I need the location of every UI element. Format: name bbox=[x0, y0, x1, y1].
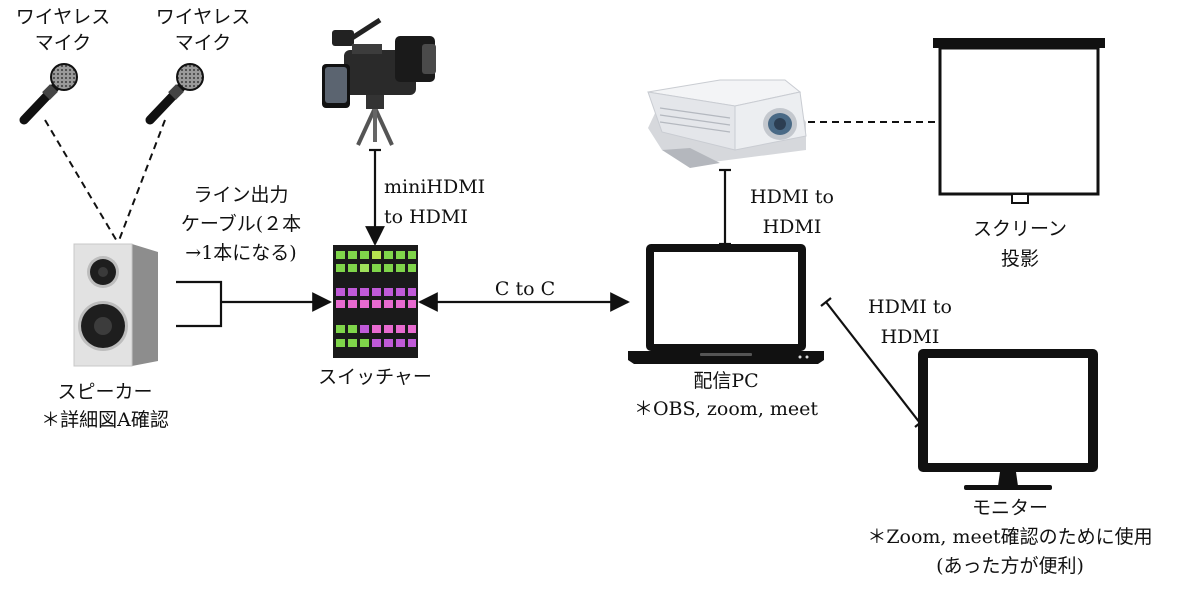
video-camera-icon bbox=[322, 17, 436, 146]
microphone-right-icon bbox=[145, 63, 204, 125]
mic-right-to-speaker-line bbox=[117, 119, 166, 244]
c-to-c-label-text: C to C bbox=[494, 278, 556, 300]
mic-right-label-line2: マイク bbox=[174, 32, 232, 54]
projection-screen-icon bbox=[933, 38, 1105, 204]
line-cable-label-line2: ケーブル(２本 bbox=[180, 213, 302, 235]
speaker-label-line2: ＊詳細図A確認 bbox=[41, 409, 169, 431]
projector-icon bbox=[647, 79, 807, 168]
pc-label-line2: ＊OBS, zoom, meet bbox=[633, 398, 819, 420]
pc-projector-cable-label-line2: HDMI bbox=[762, 216, 822, 238]
laptop-icon bbox=[628, 244, 824, 364]
microphone-left-icon bbox=[19, 63, 78, 125]
pc-projector-cable-label-line1: HDMI to bbox=[750, 186, 834, 208]
mic-right-label-line1: ワイヤレス bbox=[155, 6, 251, 28]
pc-monitor-cable-label-line2: HDMI bbox=[880, 326, 940, 348]
switcher-label-text: スイッチャー bbox=[318, 366, 432, 388]
camera-cable-label-line1: miniHDMI bbox=[384, 176, 486, 198]
c-to-c-label: C to C bbox=[470, 276, 580, 302]
speaker-label: スピーカー ＊詳細図A確認 bbox=[20, 378, 190, 434]
pc-label: 配信PC ＊OBS, zoom, meet bbox=[610, 367, 842, 423]
camera-cable-label-line2: to HDMI bbox=[384, 206, 468, 228]
pc-to-monitor-tick-top bbox=[820, 297, 832, 307]
monitor-label-line3: (あった方が便利) bbox=[936, 555, 1084, 577]
speaker-icon bbox=[73, 243, 158, 367]
monitor-icon bbox=[918, 349, 1098, 490]
line-cable-label-line1: ライン出力 bbox=[193, 184, 289, 206]
switcher-buttons bbox=[336, 251, 416, 347]
line-cable-label-line3: →1本になる) bbox=[185, 242, 297, 264]
speaker-label-line1: スピーカー bbox=[57, 381, 153, 403]
monitor-label-line1: モニター bbox=[971, 497, 1048, 519]
connection-lines bbox=[44, 119, 935, 428]
line-cable-upper bbox=[176, 280, 223, 328]
monitor-label: モニター ＊Zoom, meet確認のために使用 (あった方が便利) bbox=[830, 494, 1190, 581]
pc-projector-cable-label: HDMI to HDMI bbox=[737, 182, 847, 242]
mic-right-label: ワイヤレス マイク bbox=[145, 4, 261, 56]
mic-left-to-speaker-line bbox=[44, 119, 119, 244]
pc-label-line1: 配信PC bbox=[693, 370, 759, 392]
mic-left-label-line2: マイク bbox=[34, 32, 92, 54]
pc-monitor-cable-label: HDMI to HDMI bbox=[855, 292, 965, 352]
switcher-icon bbox=[333, 245, 418, 358]
monitor-label-line2: ＊Zoom, meet確認のために使用 bbox=[867, 526, 1153, 548]
screen-label-line1: スクリーン bbox=[972, 218, 1068, 240]
line-cable-label: ライン出力 ケーブル(２本 →1本になる) bbox=[165, 181, 317, 268]
mic-left-label-line1: ワイヤレス bbox=[15, 6, 111, 28]
camera-cable-label: miniHDMI to HDMI bbox=[384, 172, 504, 232]
pc-to-monitor-line bbox=[825, 301, 921, 424]
screen-label: スクリーン 投影 bbox=[955, 214, 1085, 274]
switcher-label: スイッチャー bbox=[300, 364, 450, 390]
screen-label-line2: 投影 bbox=[1000, 248, 1039, 270]
pc-monitor-cable-label-line1: HDMI to bbox=[868, 296, 952, 318]
mic-left-label: ワイヤレス マイク bbox=[5, 4, 121, 56]
